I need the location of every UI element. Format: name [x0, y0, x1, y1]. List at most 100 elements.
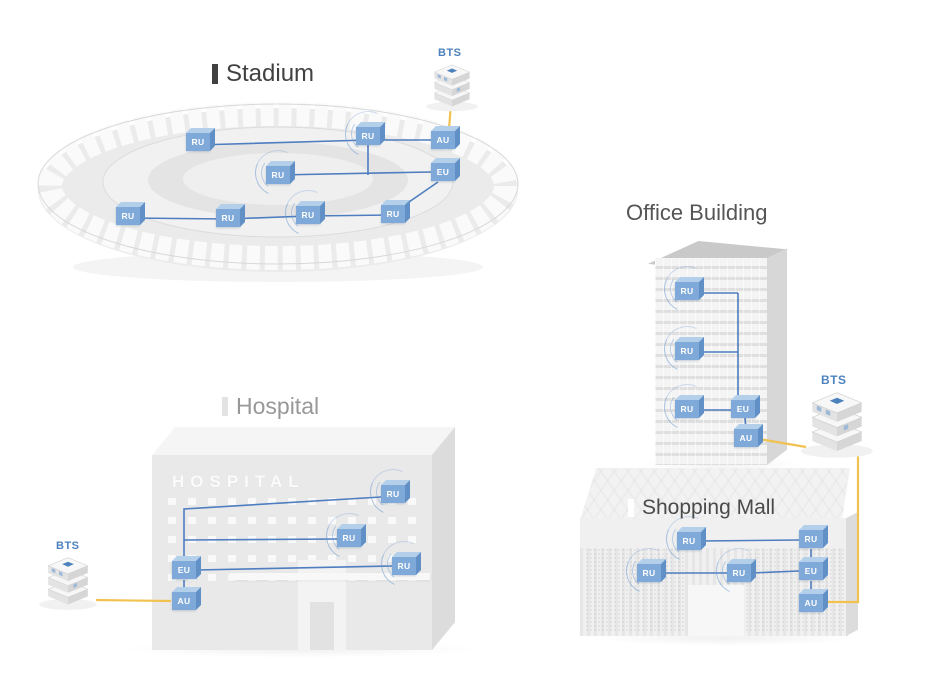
ru-node: RU	[709, 541, 769, 601]
node-cube: AU	[734, 429, 758, 447]
title-bar	[222, 397, 228, 416]
node-label: RU	[680, 346, 694, 356]
ru-node: RU	[278, 183, 338, 243]
node-label: RU	[397, 561, 411, 571]
au-node: AU	[431, 131, 455, 149]
title-bar	[628, 499, 634, 517]
eu-node: EU	[172, 561, 196, 579]
node-cube: RU	[381, 205, 405, 223]
stadium-bts-label: BTS	[438, 47, 462, 59]
node-label: EU	[804, 566, 818, 576]
node-label: RU	[732, 568, 746, 578]
node-cube: RU	[381, 485, 405, 503]
au-node: AU	[799, 594, 823, 612]
node-label: RU	[680, 404, 694, 414]
hospital-sign: HOSPITAL	[172, 472, 305, 491]
node-label: RU	[804, 534, 818, 544]
node-cube: RU	[799, 530, 823, 548]
node-cube: RU	[677, 532, 701, 550]
node-label: EU	[177, 565, 191, 575]
node-label: AU	[739, 433, 753, 443]
node-cube: RU	[216, 209, 240, 227]
node-cube: EU	[431, 163, 455, 181]
node-label: AU	[177, 596, 191, 606]
hospital-roof	[152, 427, 455, 455]
node-label: RU	[191, 137, 205, 147]
hospital-bts-label: BTS	[56, 540, 80, 552]
node-cube: RU	[116, 207, 140, 225]
node-label: EU	[736, 404, 750, 414]
node-cube: RU	[392, 557, 416, 575]
ru-node: RU	[659, 509, 719, 569]
au-node: AU	[734, 429, 758, 447]
node-cube: RU	[266, 166, 290, 184]
ru-node: RU	[116, 207, 140, 225]
node-cube: EU	[172, 561, 196, 579]
title-text: Shopping Mall	[642, 496, 776, 519]
title-bar	[212, 64, 218, 84]
stadium-title: Stadium	[212, 60, 314, 88]
node-label: RU	[301, 210, 315, 220]
office-building-title: Office Building	[626, 200, 767, 226]
node-label: RU	[271, 170, 285, 180]
office-side-wall	[767, 248, 787, 465]
ru-node: RU	[374, 534, 434, 594]
node-label: RU	[642, 568, 656, 578]
ru-node: RU	[619, 541, 679, 601]
ru-node: RU	[319, 506, 379, 566]
mall-side-wall	[846, 512, 858, 636]
node-cube: RU	[675, 400, 699, 418]
ru-node: RU	[248, 143, 308, 203]
ru-node: RU	[657, 319, 717, 379]
office-bts-building-icon	[800, 392, 874, 459]
node-label: RU	[386, 489, 400, 499]
node-cube: EU	[799, 562, 823, 580]
node-label: RU	[342, 533, 356, 543]
ru-node: RU	[657, 377, 717, 437]
shopping-mall-title: Shopping Mall	[628, 496, 775, 520]
hospital-door	[310, 602, 334, 650]
ru-node: RU	[338, 104, 398, 164]
ru-node: RU	[799, 530, 823, 548]
node-cube: RU	[296, 206, 320, 224]
ru-node: RU	[381, 205, 405, 223]
node-cube: EU	[731, 400, 755, 418]
ru-node: RU	[363, 462, 423, 522]
hospital-side-wall	[432, 427, 455, 650]
hospital-canopy	[230, 573, 430, 580]
node-cube: RU	[727, 564, 751, 582]
eu-node: EU	[731, 400, 755, 418]
ru-node: RU	[216, 209, 240, 227]
node-cube: AU	[799, 594, 823, 612]
node-cube: RU	[186, 133, 210, 151]
title-text: Stadium	[226, 60, 315, 87]
hospital-title: Hospital	[222, 393, 319, 420]
title-text: Hospital	[236, 393, 320, 419]
node-cube: AU	[172, 592, 196, 610]
node-cube: RU	[356, 127, 380, 145]
stadium-bts-building-icon	[425, 64, 479, 112]
node-label: RU	[386, 209, 400, 219]
node-label: RU	[361, 131, 375, 141]
node-label: RU	[121, 211, 135, 221]
office-bts-label: BTS	[821, 373, 847, 387]
node-label: RU	[680, 286, 694, 296]
node-label: RU	[682, 536, 696, 546]
title-text: Office Building	[626, 200, 768, 225]
node-label: RU	[221, 213, 235, 223]
node-cube: RU	[675, 342, 699, 360]
eu-node: EU	[799, 562, 823, 580]
node-label: AU	[436, 135, 450, 145]
node-label: AU	[804, 598, 818, 608]
eu-node: EU	[431, 163, 455, 181]
ru-node: RU	[186, 133, 210, 151]
mall-roof	[580, 468, 850, 520]
node-label: EU	[436, 167, 450, 177]
node-cube: AU	[431, 131, 455, 149]
node-cube: RU	[337, 529, 361, 547]
node-cube: RU	[675, 282, 699, 300]
au-node: AU	[172, 592, 196, 610]
hospital-bts-building-icon	[38, 557, 98, 611]
node-cube: RU	[637, 564, 661, 582]
